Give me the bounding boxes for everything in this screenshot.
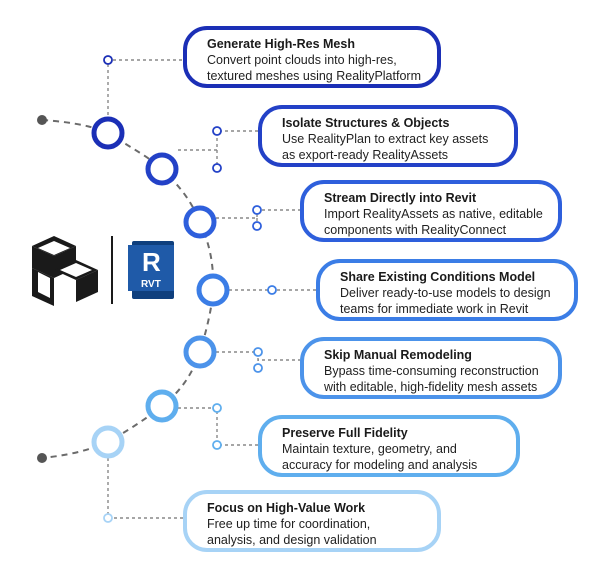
timeline-end-dot (37, 453, 47, 463)
step-2-node-bottom (212, 163, 222, 173)
step-4-node (267, 285, 277, 295)
step-3-node-bottom (252, 221, 262, 231)
step-title: Focus on High-Value Work (207, 501, 366, 515)
step-1-node (103, 55, 113, 65)
step-6-connector (178, 407, 258, 446)
step-5-node-bottom (253, 363, 263, 373)
step-desc-line: components with RealityConnect (324, 223, 507, 237)
step-desc-line: teams for immediate work in Revit (340, 302, 529, 316)
platform-logo-icon (32, 236, 113, 306)
revit-logo-letter: R (142, 247, 161, 277)
step-desc-line: Bypass time-consuming reconstruction (324, 364, 539, 378)
step-title: Generate High-Res Mesh (207, 37, 355, 51)
step-5-node-top (253, 347, 263, 357)
step-card-3: Stream Directly into Revit Import Realit… (300, 180, 562, 242)
step-card-4: Share Existing Conditions Model Deliver … (316, 259, 578, 321)
step-3-marker (183, 205, 217, 239)
timeline-start-dot (37, 115, 47, 125)
revit-logo: R RVT (128, 241, 174, 299)
step-7-node (103, 513, 113, 523)
step-card-7: Focus on High-Value Work Free up time fo… (183, 490, 441, 552)
step-title: Skip Manual Remodeling (324, 348, 472, 362)
step-desc-line: Deliver ready-to-use models to design (340, 286, 551, 300)
step-card-6: Preserve Full Fidelity Maintain texture,… (258, 415, 520, 477)
step-title: Share Existing Conditions Model (340, 270, 536, 284)
step-card-5: Skip Manual Remodeling Bypass time-consu… (300, 337, 562, 399)
step-6-node-bottom (212, 440, 222, 450)
step-desc-line: Import RealityAssets as native, editable (324, 207, 543, 221)
step-title: Preserve Full Fidelity (282, 426, 408, 440)
step-card-1: Generate High-Res Mesh Convert point clo… (183, 26, 441, 88)
step-2-node-top (212, 126, 222, 136)
step-desc-line: as export-ready RealityAssets (282, 148, 449, 162)
step-1-marker (91, 116, 125, 150)
revit-logo-text: RVT (141, 279, 161, 290)
step-7-marker (91, 425, 125, 459)
revit-logo-front (128, 245, 174, 291)
step-title: Stream Directly into Revit (324, 191, 477, 205)
step-6-marker (145, 389, 179, 423)
step-desc-line: Convert point clouds into high-res, (207, 53, 397, 67)
step-desc-line: Maintain texture, geometry, and (282, 442, 457, 456)
step-6-node-top (212, 403, 222, 413)
step-desc-line: Use RealityPlan to extract key assets (282, 132, 489, 146)
step-desc-line: textured meshes using RealityPlatform (207, 69, 421, 83)
step-4-marker (196, 273, 230, 307)
step-2-marker (145, 152, 179, 186)
step-card-2: Isolate Structures & Objects Use Reality… (258, 105, 518, 167)
step-desc-line: with editable, high-fidelity mesh assets (324, 380, 538, 394)
step-desc-line: analysis, and design validation (207, 533, 377, 547)
step-5-marker (183, 335, 217, 369)
step-7-connector (107, 458, 183, 519)
step-desc-line: accuracy for modeling and analysis (282, 458, 478, 472)
step-desc-line: Free up time for coordination, (207, 517, 371, 531)
step-title: Isolate Structures & Objects (282, 116, 450, 130)
step-3-node-top (252, 205, 262, 215)
logo-group: R RVT (24, 236, 194, 316)
step-2-connector (178, 130, 258, 168)
